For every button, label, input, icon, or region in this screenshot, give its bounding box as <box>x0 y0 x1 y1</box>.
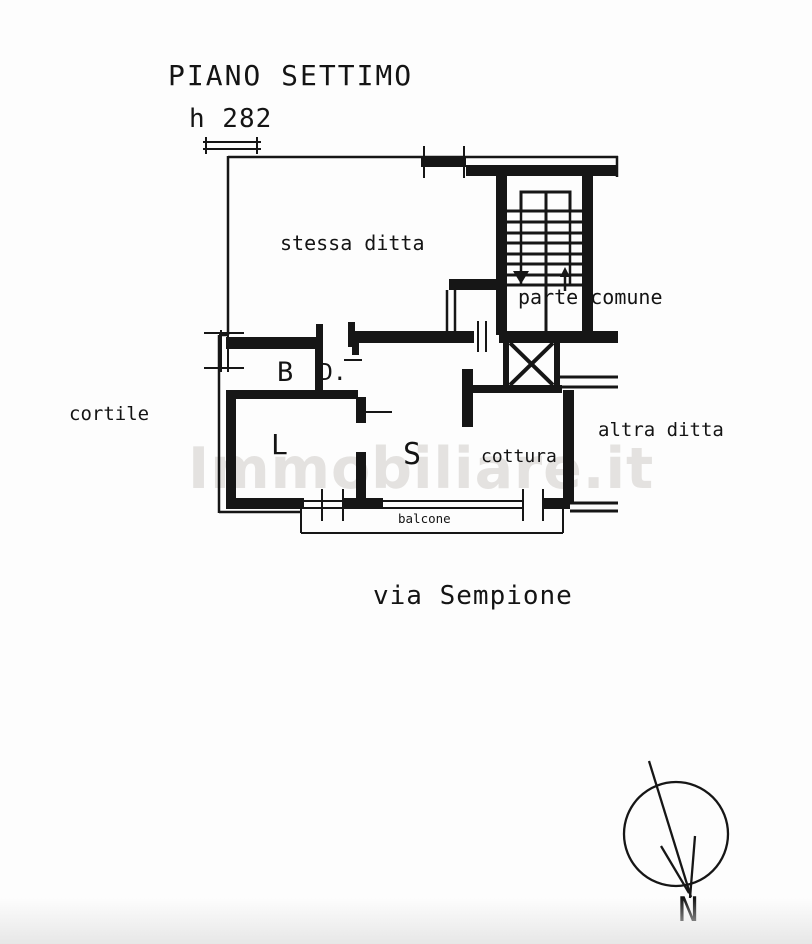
watermark-text: Immobiliare.it <box>188 436 655 502</box>
stair-down-arrow-icon <box>513 271 529 284</box>
landing-walls <box>445 279 507 337</box>
balcony-outline <box>300 505 564 534</box>
compass-icon <box>622 760 730 899</box>
room-label-disimpegno: D. <box>319 360 347 386</box>
room-label-bagno: B <box>277 357 294 388</box>
elevator <box>503 336 560 392</box>
room-label-cottura: cottura <box>481 446 557 467</box>
corner-window-hatch <box>203 137 261 154</box>
room-label-balcone: balcone <box>398 511 451 526</box>
room-label-s: S <box>403 437 422 472</box>
street-label: via Sempione <box>373 581 573 611</box>
top-window <box>421 146 466 178</box>
floor-title: PIANO SETTIMO <box>168 59 414 92</box>
compass-north-label: N <box>678 890 699 930</box>
room-label-stessa-ditta: stessa ditta <box>280 231 425 255</box>
north-arrow <box>647 760 693 898</box>
party-walls <box>560 375 618 513</box>
context-label-cortile: cortile <box>69 403 150 425</box>
stair-treads <box>507 192 582 331</box>
window-marks <box>204 330 544 521</box>
room-label-parte-comune: parte comune <box>518 285 663 309</box>
stair-up-arrow-icon <box>560 267 570 291</box>
staircase <box>466 165 618 338</box>
room-label-l: L <box>271 428 288 461</box>
context-label-altra-ditta: altra ditta <box>598 419 724 441</box>
floor-height: h 282 <box>189 104 273 134</box>
door-marks <box>344 321 487 413</box>
